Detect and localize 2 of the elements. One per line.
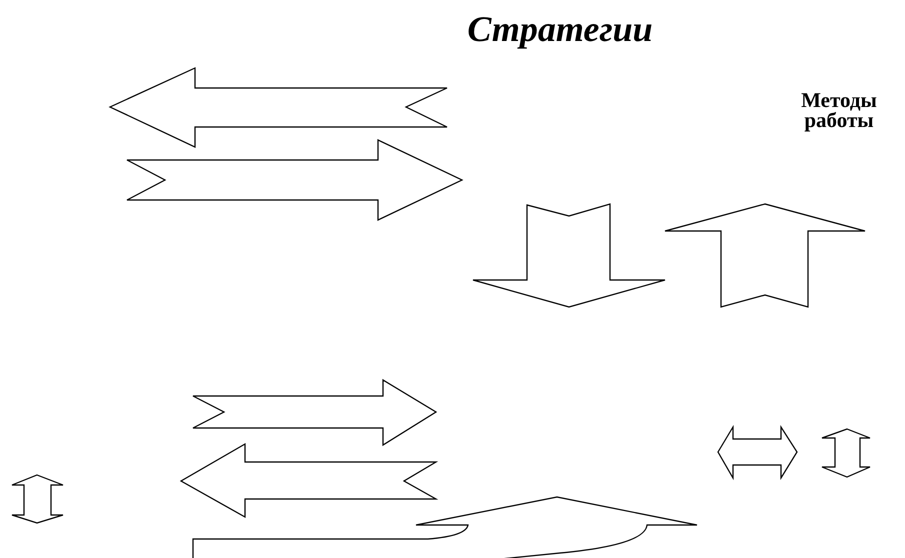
heading-label: Методы работы bbox=[800, 90, 878, 130]
diagram-title: Стратегии bbox=[466, 8, 654, 50]
